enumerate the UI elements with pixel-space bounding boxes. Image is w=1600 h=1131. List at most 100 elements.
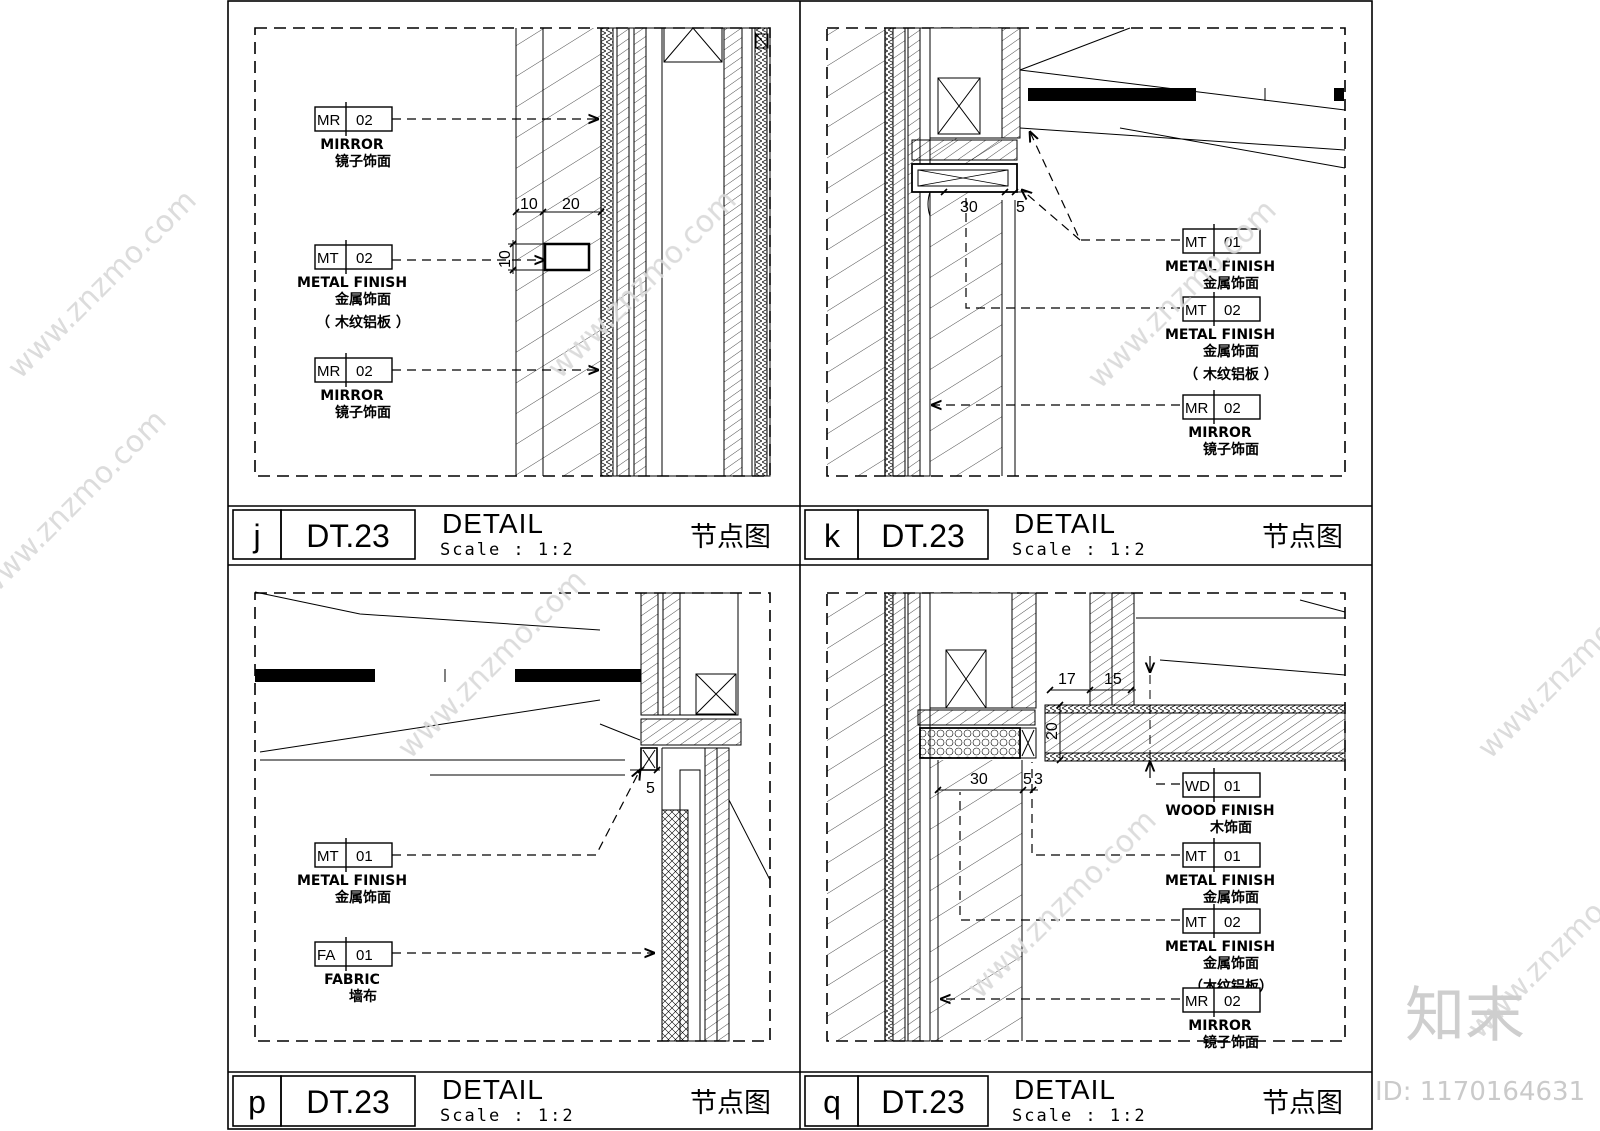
watermark-text: www.znzmo.com [1,183,204,386]
tag-number: 02 [1224,400,1241,417]
tag-code: MT [1185,848,1207,865]
tag-number: 01 [1224,778,1241,795]
detail-scale: Scale : 1:2 [440,540,575,560]
tag-number: 01 [356,947,373,964]
tag-code: MT [1185,302,1207,319]
tag-name: METAL FINISH [1165,873,1275,889]
tag-name: MIRROR [1188,1018,1252,1034]
watermark-text: www.znzmo.com [0,403,174,606]
tag-cn-name: 金属饰面 [1202,955,1259,972]
tag-cn-name: 镜子饰面 [335,404,391,421]
detail-title: DETAIL [1014,508,1116,539]
dim-17: 17 [1058,671,1076,688]
watermark-text: www.znzmo.com [1471,563,1600,766]
detail-k-drawing [827,27,1346,477]
detail-cn-title: 节点图 [690,522,771,553]
tag-cn-name: 镜子饰面 [335,153,391,170]
drawing-borders [254,27,1346,1042]
watermark-brand: 知末 [1405,981,1525,1051]
detail-p-dimensions: 5 [646,780,655,797]
tag-cn-name: 金属饰面 [334,889,391,906]
dim-30: 30 [970,771,988,788]
detail-p-leaders [392,770,654,953]
detail-reference: DT.23 [306,1084,390,1120]
tag-code: MR [317,112,340,129]
detail-j-dimensions: 10 20 10 [497,196,580,268]
tag-cn-name: 金属饰面 [334,291,391,308]
tag-name: METAL FINISH [1165,939,1275,955]
detail-reference: DT.23 [881,518,965,554]
tag-code: MR [317,363,340,380]
tag-name: MIRROR [320,137,384,153]
detail-scale: Scale : 1:2 [1012,540,1147,560]
tag-cn-name: 镜子饰面 [1203,441,1259,458]
detail-k-dimensions: 30 5 [960,199,1025,216]
dim-20: 20 [1044,722,1061,740]
dim-5: 5 [1016,199,1025,216]
detail-title: DETAIL [1014,1074,1116,1105]
dim-5: 5 [1023,771,1032,788]
tag-code: MR [1185,400,1208,417]
title-block-p: p DT.23 DETAIL Scale : 1:2 节点图 [232,1074,771,1127]
dim-20: 20 [562,196,580,213]
tag-number: 02 [356,363,373,380]
detail-j-drawing [508,27,771,477]
tag-cn-name: 镜子饰面 [1203,1034,1259,1051]
detail-cn-title: 节点图 [690,1088,771,1119]
detail-k-leaders [932,132,1180,405]
detail-cn-title: 节点图 [1262,522,1343,553]
tag-number: 02 [356,250,373,267]
tag-cn-name: 墙布 [349,988,377,1005]
detail-letter: q [823,1084,841,1120]
tag-name: MIRROR [1188,425,1252,441]
detail-letter: j [252,518,260,554]
tag-name: MIRROR [320,388,384,404]
detail-title: DETAIL [442,508,544,539]
title-block-q: q DT.23 DETAIL Scale : 1:2 节点图 [804,1074,1343,1127]
watermark-text: www.znzmo.com [1081,193,1284,396]
tag-code: MT [1185,914,1207,931]
detail-scale: Scale : 1:2 [440,1106,575,1126]
tag-extra-note: （ 木纹铝板 ） [316,314,410,331]
detail-reference: DT.23 [306,518,390,554]
tag-number: 02 [1224,302,1241,319]
tag-name: WOOD FINISH [1165,803,1274,819]
dim-10-vertical: 10 [497,250,514,268]
tag-code: FA [317,947,335,964]
dim-30: 30 [960,199,978,216]
detail-q-dimensions: 17 15 20 30 5 3 [970,671,1122,788]
tag-name: METAL FINISH [1165,327,1275,343]
tag-cn-name: 金属饰面 [1202,275,1259,292]
tag-cn-name: 金属饰面 [1202,343,1259,360]
dim-15: 15 [1104,671,1122,688]
tag-name: METAL FINISH [297,275,407,291]
tag-name: METAL FINISH [1165,259,1275,275]
title-block-k: k DT.23 DETAIL Scale : 1:2 节点图 [804,508,1343,560]
tag-extra-note: （ 木纹铝板 ） [1184,366,1278,383]
tag-number: 01 [1224,848,1241,865]
tag-name: METAL FINISH [297,873,407,889]
dim-10: 10 [520,196,538,213]
tag-cn-name: 木饰面 [1209,819,1252,836]
tag-number: 01 [1224,234,1241,251]
tag-number: 02 [356,112,373,129]
dim-3: 3 [1034,771,1043,788]
tag-name: FABRIC [324,972,380,988]
detail-q-drawing [827,592,1346,1042]
detail-title: DETAIL [442,1074,544,1105]
tag-code: MT [317,848,339,865]
tag-code: MR [1185,993,1208,1010]
tag-code: WD [1185,778,1210,795]
detail-q-leaders [941,656,1180,999]
